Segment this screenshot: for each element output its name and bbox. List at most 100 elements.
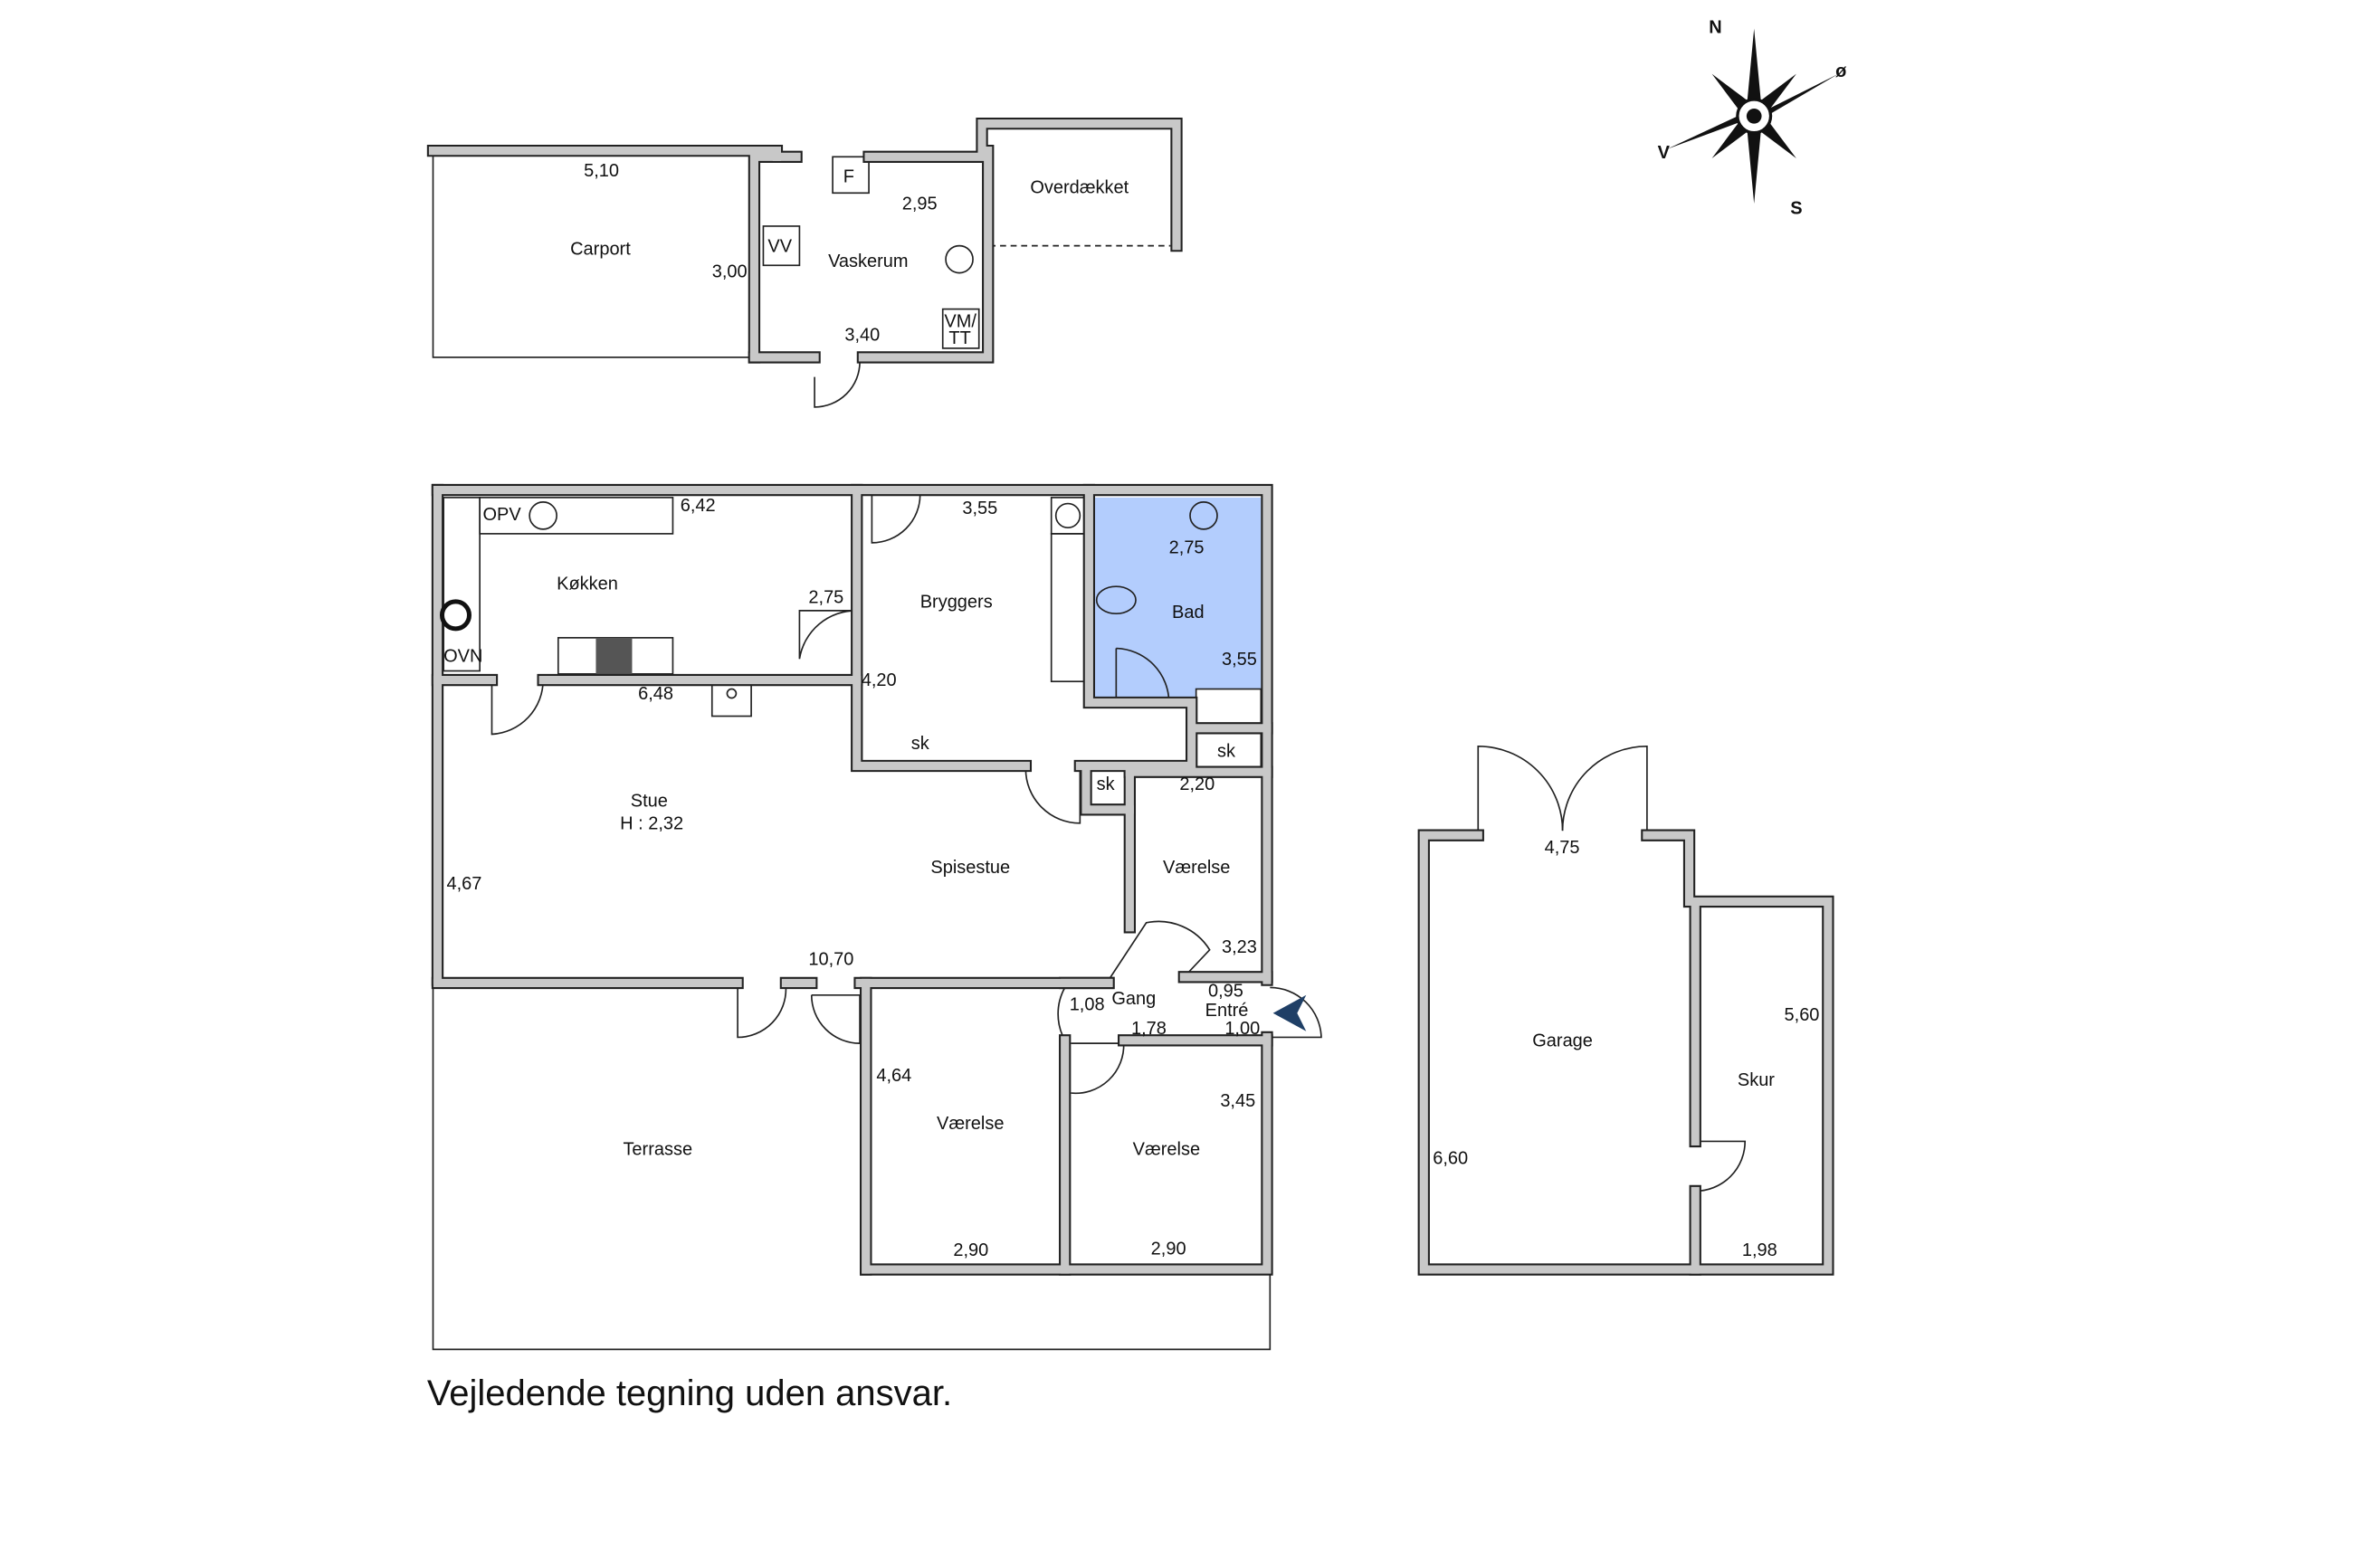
- skur-width: 1,98: [1742, 1240, 1777, 1260]
- garage-depth: 6,60: [1433, 1148, 1468, 1168]
- compass-west: V: [1658, 143, 1671, 163]
- closet-label: sk: [1217, 742, 1236, 762]
- ceiling-height: H : 2,32: [620, 813, 683, 833]
- dryer-label: TT: [948, 328, 970, 348]
- room-kokken: Køkken: [557, 575, 618, 594]
- utility-sink-icon: [945, 244, 974, 274]
- wall-segment: [1641, 829, 1696, 908]
- gang-width: 1,08: [1070, 994, 1105, 1014]
- bryggers-counter: [1050, 533, 1089, 683]
- area-terrasse: Terrasse: [623, 1139, 692, 1159]
- kokken-width: 6,42: [681, 496, 716, 516]
- door-swing: [871, 494, 921, 544]
- wall-segment: [1419, 831, 1833, 1274]
- door-swing: [1024, 768, 1081, 824]
- stue-depth: 4,67: [446, 874, 481, 894]
- gang-length: 1,78: [1131, 1019, 1167, 1039]
- wall-segment: [433, 485, 1272, 984]
- ventilation-fan-icon: [439, 599, 472, 632]
- door-swing: [798, 610, 857, 660]
- fireplace-icon: [726, 688, 738, 699]
- kitchen-side-counter: [443, 497, 481, 672]
- wall-segment: [851, 673, 1033, 773]
- vaerelse2-depth: 4,64: [876, 1066, 911, 1086]
- room-gang: Gang: [1111, 989, 1156, 1009]
- entre-width: 0,95: [1208, 981, 1243, 1001]
- door-swing: [737, 987, 787, 1039]
- door-swing: [810, 993, 861, 1044]
- room-overdaekket: Overdækket: [1030, 177, 1129, 197]
- door-swing: [814, 361, 861, 408]
- room-carport: Carport: [570, 240, 631, 260]
- vaskerum-depth: 3,40: [844, 326, 880, 346]
- bathroom-fill: [1095, 497, 1262, 703]
- vaskerum-width: 2,95: [902, 195, 938, 214]
- kokken-depth: 2,75: [808, 588, 843, 608]
- terrace-outline: [432, 987, 1272, 1351]
- wall-segment: [1643, 831, 1694, 907]
- entrance-door-swing: [1270, 986, 1322, 1039]
- entre-length: 1,00: [1224, 1019, 1260, 1039]
- bryggers-depth: 4,20: [862, 670, 897, 690]
- bad-width: 2,75: [1169, 538, 1205, 558]
- freezer-label: F: [843, 167, 854, 187]
- water-heater-label: VV: [767, 236, 792, 256]
- carport-depth: 3,00: [712, 262, 748, 282]
- bad-depth: 3,55: [1222, 650, 1257, 670]
- carport-width: 5,10: [584, 161, 619, 181]
- room-vaskerum: Vaskerum: [828, 252, 908, 271]
- closet-label: sk: [911, 734, 930, 754]
- room-garage: Garage: [1532, 1031, 1593, 1050]
- wall-segment: [1081, 765, 1134, 814]
- skur-depth: 5,60: [1785, 1005, 1820, 1025]
- vaerelse3-width: 2,90: [1151, 1239, 1186, 1259]
- compass-rose-icon: N ø S V: [1658, 18, 1848, 219]
- wall-segment: [853, 675, 1030, 771]
- room-entre: Entré: [1205, 1001, 1249, 1021]
- closet-label: sk: [1097, 774, 1116, 794]
- kitchen-sink-icon: [529, 501, 557, 530]
- freezer-box: [832, 156, 870, 195]
- room-bad: Bad: [1172, 603, 1205, 622]
- kokken-bottom: 6,48: [638, 684, 673, 704]
- vaerelse2-width: 2,90: [953, 1240, 988, 1260]
- door-swing: [1108, 920, 1211, 981]
- garage-door-swing-right: [1561, 746, 1648, 832]
- walls: [426, 117, 1834, 1276]
- washer-box: [941, 308, 980, 349]
- wall-segment: [1075, 485, 1196, 771]
- vaerelse1-width: 2,20: [1179, 774, 1215, 794]
- room-vaerelse-2: Værelse: [937, 1114, 1004, 1134]
- room-spisestue: Spisestue: [930, 858, 1010, 878]
- room-vaerelse-1: Værelse: [1163, 858, 1230, 878]
- door-swing: [1115, 647, 1170, 703]
- dishwasher-label: OPV: [482, 505, 521, 525]
- stue-length: 10,70: [808, 949, 853, 969]
- cooktop-icon: [595, 637, 633, 674]
- garage-door-swing-left: [1477, 746, 1564, 832]
- labels: 5,10 Carport 3,00 F 2,95 VV Vaskerum 3,4…: [443, 161, 1819, 1260]
- bath-sink-icon: [1189, 501, 1218, 530]
- washer-label: VM/: [944, 312, 976, 332]
- room-stue: Stue: [631, 791, 668, 811]
- door-swing: [1010, 986, 1067, 1041]
- disclaimer-caption: Vejledende tegning uden ansvar.: [427, 1373, 952, 1413]
- compass-south: S: [1790, 199, 1802, 219]
- fills: [1095, 497, 1262, 703]
- wall-segment: [858, 119, 1181, 362]
- compass-east: ø: [1835, 62, 1847, 81]
- room-bryggers: Bryggers: [920, 593, 993, 613]
- thin-outlines: [432, 149, 1747, 1351]
- room-vaerelse-3: Værelse: [1133, 1139, 1200, 1159]
- vaerelse1-depth: 3,23: [1222, 937, 1257, 957]
- room-skur: Skur: [1738, 1070, 1775, 1090]
- door-swing: [1071, 1042, 1125, 1095]
- oven-label: OVN: [443, 647, 482, 667]
- door-swing: [491, 679, 544, 736]
- entrance-arrow-icon: [1272, 994, 1307, 1031]
- garage-width: 4,75: [1545, 838, 1580, 858]
- vaerelse3-depth: 3,45: [1220, 1091, 1255, 1111]
- skur-door-swing: [1695, 1140, 1747, 1193]
- bryggers-sink-icon: [1054, 502, 1081, 529]
